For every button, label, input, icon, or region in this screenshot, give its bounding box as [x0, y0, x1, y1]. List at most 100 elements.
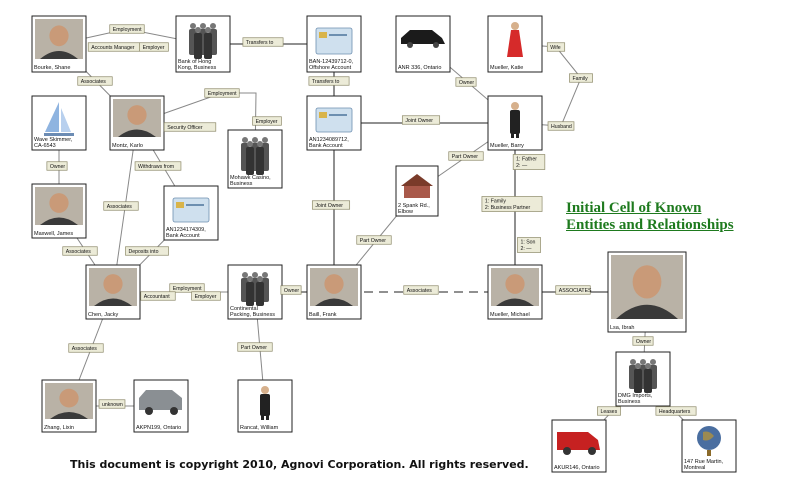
tag-label: Employer: [143, 45, 165, 51]
relation-tag-t_withdraws: Withdraws from: [134, 161, 182, 171]
business-group-icon: [629, 359, 657, 393]
tag-background: [547, 121, 575, 131]
tag-label: Associates: [66, 249, 91, 255]
person-dress-icon: [507, 22, 523, 57]
suv-icon: [139, 390, 182, 415]
tag-background: [191, 291, 221, 301]
entity-label: Business: [230, 181, 253, 187]
tag-background: [311, 200, 351, 210]
tag-background: [481, 196, 543, 212]
entity-label: Mueller, Barry: [490, 143, 524, 149]
tag-background: [569, 73, 593, 83]
tag-label: Associates: [72, 346, 97, 352]
entity-label: Offshore Account: [309, 65, 352, 71]
tag-label: Employment: [208, 91, 237, 97]
entity-node-boat[interactable]: Wave Skimmer,CA-6543: [31, 95, 87, 151]
tag-label: Part Owner: [360, 238, 387, 244]
entity-node-house[interactable]: 2 Spank Rd.,Elbow: [395, 165, 439, 217]
tag-label: Employment: [113, 27, 142, 33]
entity-label: Chen, Jacky: [88, 312, 119, 318]
entity-node-van[interactable]: AKUR146, Ontario: [551, 419, 607, 473]
entity-label: Elbow: [398, 209, 413, 215]
relation-tag-t_owner_boat: Owner: [46, 161, 68, 171]
tag-background: [109, 24, 145, 34]
entity-node-james[interactable]: Maxwell, James: [31, 183, 87, 239]
tag-label: Security Officer: [167, 125, 203, 131]
relation-tag-t_joint_owner1: Joint Owner: [401, 115, 441, 125]
entity-label: AN1234089712,: [309, 137, 349, 143]
tag-label: Employer: [195, 294, 217, 300]
entity-node-dmg[interactable]: DMG Imports,Business: [615, 351, 671, 407]
tag-background: [401, 115, 441, 125]
entity-node-acct2[interactable]: AN1234174309,Bank Account: [163, 185, 219, 241]
entity-node-car_anr[interactable]: ANR 336, Ontario: [395, 15, 451, 73]
entity-label: AKUR146, Ontario: [554, 465, 600, 471]
relation-tag-t_associates2: Associates: [103, 201, 139, 211]
entity-node-karlo[interactable]: Montz, Karlo: [109, 95, 165, 151]
tag-background: [237, 342, 273, 352]
relation-tag-t_unknown: unknown: [98, 399, 126, 409]
tag-background: [62, 246, 98, 256]
entity-node-bourke[interactable]: Bourke, Shane: [31, 15, 87, 73]
tag-label: 1: Family: [485, 199, 506, 205]
relation-tag-t_transfers1: Transfers to: [242, 37, 284, 47]
entity-label: ANR 336, Ontario: [398, 65, 441, 71]
entity-node-bank_acct[interactable]: AN1234089712,Bank Account: [306, 95, 362, 151]
relation-tag-t_accounts_manager: Accounts Manager: [87, 42, 141, 52]
entity-label: Bank Account: [309, 143, 343, 149]
entity-node-frank[interactable]: Baill, Frank: [306, 264, 362, 320]
entity-node-jacky[interactable]: Chen, Jacky: [85, 264, 141, 320]
entity-label: Wave Skimmer,: [34, 137, 73, 143]
relation-tag-t_employment2: Employment: [204, 88, 240, 98]
tag-label: Transfers to: [312, 79, 340, 85]
entity-node-globe[interactable]: 147 Rue Martin,Montreal: [681, 419, 737, 473]
relation-tag-t_headquarters: Headquarters: [655, 406, 697, 416]
tag-background: [632, 336, 654, 346]
relation-tag-t_associates_caps: ASSOCIATES: [555, 285, 592, 295]
entity-label: Maxwell, James: [34, 231, 73, 237]
entity-node-lixin[interactable]: Zhang, Lixin: [41, 379, 97, 433]
tag-background: [655, 406, 697, 416]
tag-label: 2: —: [516, 163, 528, 169]
relation-tag-t_wife: Wife: [546, 42, 566, 52]
copyright-notice: This document is copyright 2010, Agnovi …: [70, 458, 529, 471]
globe-icon: [697, 426, 721, 456]
entity-node-william[interactable]: Rancat, William: [237, 379, 293, 433]
tag-label: Associates: [107, 204, 132, 210]
tag-background: [169, 283, 205, 293]
entity-label: 147 Rue Martin,: [684, 459, 724, 465]
tag-label: 1: Son: [520, 240, 535, 246]
entity-node-jeep[interactable]: AKPN199, Ontario: [133, 379, 189, 433]
entity-node-michael[interactable]: Mueller, Michael: [487, 264, 543, 320]
tag-label: Owner: [50, 164, 66, 170]
entity-label: Kong, Business: [178, 65, 216, 71]
tag-label: Joint Owner: [315, 203, 343, 209]
entity-label: BAN-12439712-0,: [309, 59, 354, 65]
relation-tag-t_associates4: Associates: [403, 285, 439, 295]
tag-background: [163, 122, 217, 132]
entity-node-mohawk[interactable]: Mohawk Casino,Business: [227, 129, 283, 189]
entity-node-katie[interactable]: Mueller, Katie: [487, 15, 543, 73]
relation-tag-t_part_owner2: Part Owner: [356, 235, 392, 245]
tag-label: Accounts Manager: [91, 45, 135, 51]
entity-node-offshore[interactable]: BAN-12439712-0,Offshore Account: [306, 15, 362, 73]
bank-card-icon: [315, 27, 353, 55]
relation-tag-t_associates3: Associates: [62, 246, 98, 256]
tag-background: [555, 285, 591, 295]
tag-background: [204, 88, 240, 98]
business-group-icon: [241, 137, 269, 175]
relation-tag-t_part_owner3: Part Owner: [237, 342, 273, 352]
tag-label: Joint Owner: [405, 118, 433, 124]
person-photo-icon: [45, 383, 93, 419]
relation-tag-t_security: Security Officer: [163, 122, 217, 132]
entity-node-barry[interactable]: Mueller, Barry: [487, 95, 543, 151]
relation-tag-t_owner_dmg: Owner: [632, 336, 654, 346]
entity-node-ibrah[interactable]: Lsa, Ibrah: [607, 251, 687, 333]
entity-label: Continental: [230, 306, 258, 312]
entity-label: Zhang, Lixin: [44, 425, 74, 431]
tag-label: Owner: [284, 288, 300, 294]
